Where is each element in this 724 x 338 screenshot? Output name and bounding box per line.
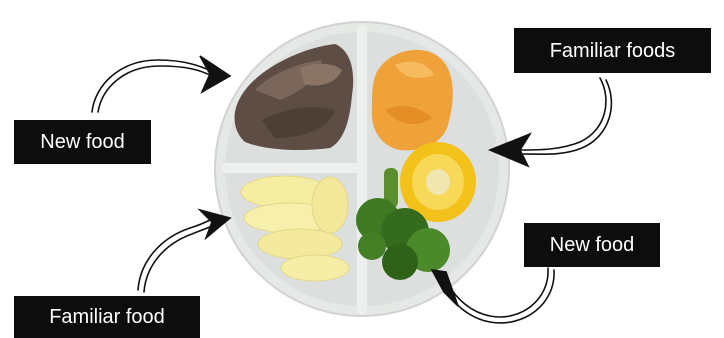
label-familiar-food-left: Familiar food [14,296,200,338]
label-new-food-right: New food [524,223,660,267]
mashed-potato-food [372,50,453,150]
arrow-to-apples [138,210,230,292]
arrow-to-meat [92,56,230,112]
meat-food [235,44,354,150]
label-familiar-foods-right: Familiar foods [514,28,711,73]
label-new-food-left: New food [14,120,151,164]
arrow-to-mash [490,78,611,166]
